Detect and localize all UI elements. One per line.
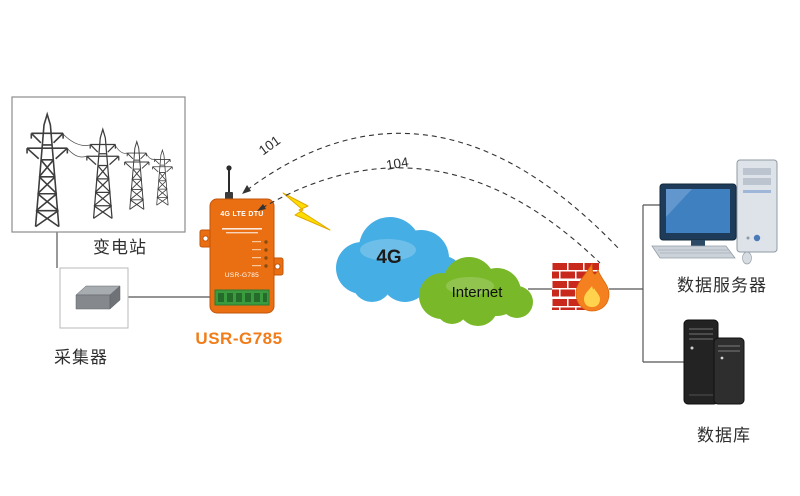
terminal-slots xyxy=(218,293,267,302)
keyboard-icon xyxy=(651,245,736,259)
data-server-icon xyxy=(651,159,778,265)
power-towers-icon xyxy=(26,113,173,228)
device-model-label: USR-G785 xyxy=(195,329,283,348)
device-faceplate-model: USR-G785 xyxy=(224,272,260,279)
power-wires xyxy=(62,133,156,160)
substation-label: 变电站 xyxy=(93,238,147,257)
mouse-icon xyxy=(742,251,752,265)
arc-104 xyxy=(261,167,601,264)
device-leds xyxy=(264,240,268,268)
arc-101-arrowhead xyxy=(242,185,251,194)
cloud-internet-icon xyxy=(419,257,533,326)
cloud-4g-icon xyxy=(336,217,463,302)
connector-lines xyxy=(56,204,684,363)
device-faceplate-title: 4G LTE DTU xyxy=(220,211,264,218)
device-led-labels xyxy=(252,241,261,267)
substation-box xyxy=(11,96,186,233)
collector-label: 采集器 xyxy=(54,348,108,367)
database-label: 数据库 xyxy=(697,426,751,445)
dtu-device-icon xyxy=(199,165,284,314)
data-server-label: 数据服务器 xyxy=(677,276,767,295)
cloud-internet-label: Internet xyxy=(451,284,503,301)
collector-icon xyxy=(59,267,129,329)
firewall-icon xyxy=(552,262,610,312)
arc-104-arrowhead xyxy=(257,204,266,211)
lightning-icon xyxy=(282,192,331,231)
arc-101 xyxy=(246,132,621,251)
protocol-arcs xyxy=(242,132,621,264)
cloud-4g-label: 4G xyxy=(376,247,402,268)
database-icon xyxy=(683,319,745,405)
